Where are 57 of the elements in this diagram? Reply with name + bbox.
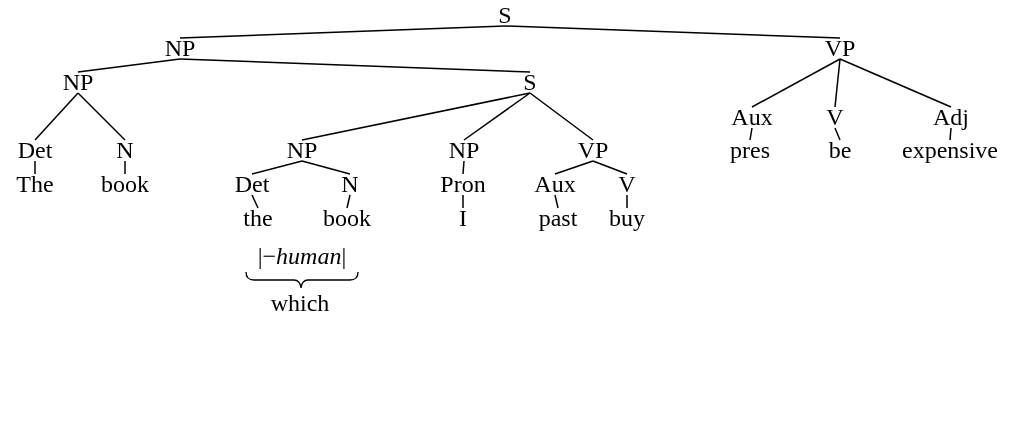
tree-label: I [459, 206, 467, 230]
tree-branch [626, 194, 628, 209]
tree-branch [301, 92, 531, 141]
tree-branch [77, 92, 126, 141]
tree-label: pres [730, 138, 770, 162]
tree-label: be [828, 138, 852, 162]
tree-branch [77, 58, 181, 73]
tree-label: The [16, 172, 54, 196]
tree-branch [462, 194, 464, 209]
feature-label: |−human| [257, 244, 347, 268]
tree-branch [554, 160, 594, 175]
tree-branch [34, 92, 79, 141]
tree-branch [301, 160, 351, 175]
tree-label: S [498, 3, 512, 27]
tree-label: book [323, 206, 371, 230]
tree-branch [251, 194, 259, 209]
tree-label: Pron [440, 172, 486, 196]
tree-branch [34, 160, 36, 175]
tree-branch [346, 194, 351, 209]
tree-branch [751, 58, 841, 108]
tree-label: NP [164, 36, 196, 60]
tree-label: V [826, 105, 844, 129]
tree-branch [179, 25, 506, 39]
tree-branch [124, 160, 126, 175]
tree-label: Det [234, 172, 270, 196]
tree-label: NP [286, 138, 318, 162]
tree-label: NP [448, 138, 480, 162]
tree-label: Det [17, 138, 53, 162]
tree-label: Aux [534, 172, 576, 196]
tree-label: S [523, 70, 537, 94]
tree-branch [529, 92, 594, 141]
tree-branch [592, 160, 628, 175]
tree-branch [504, 25, 841, 39]
tree-branch [179, 58, 531, 73]
tree-label: Aux [731, 105, 773, 129]
tree-branch [462, 160, 465, 175]
tree-branch [949, 127, 952, 141]
tree-branch [251, 160, 303, 175]
tree-label: VP [824, 36, 856, 60]
annotation-text: which [270, 291, 330, 315]
tree-label: Adj [933, 105, 969, 129]
tree-label: NP [62, 70, 94, 94]
tree-branch [834, 58, 841, 108]
tree-label: N [116, 138, 134, 162]
tree-label: VP [577, 138, 609, 162]
tree-branch [463, 92, 531, 141]
tree-label: buy [609, 206, 645, 230]
tree-label: past [538, 206, 578, 230]
tree-branch [749, 127, 753, 141]
tree-label: expensive [902, 138, 998, 162]
tree-label: V [618, 172, 636, 196]
tree-label: book [101, 172, 149, 196]
tree-label: N [341, 172, 359, 196]
tree-branch [834, 127, 841, 141]
tree-branch [554, 194, 559, 209]
tree-branch [839, 58, 952, 108]
tree-label: the [243, 206, 273, 230]
